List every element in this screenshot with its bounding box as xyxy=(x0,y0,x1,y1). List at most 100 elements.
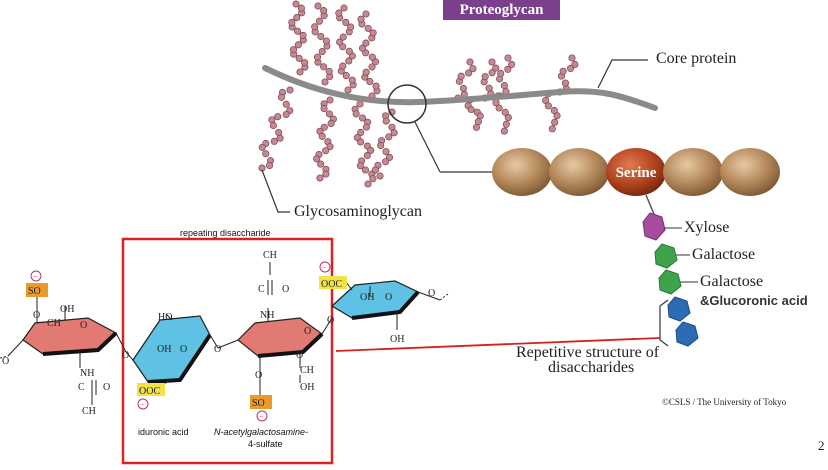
gag-bead xyxy=(465,69,473,77)
gag-bead xyxy=(277,93,285,101)
gag-bead xyxy=(294,41,302,49)
gag-bead xyxy=(269,121,277,130)
gag-bead xyxy=(293,14,301,22)
gag-bead xyxy=(551,118,559,126)
gag-bead xyxy=(314,2,322,10)
gag-bead xyxy=(326,96,334,104)
gag-bead xyxy=(508,60,516,68)
charge-minus: − xyxy=(259,412,264,421)
gag-bead xyxy=(504,65,512,73)
gag-bead xyxy=(322,147,330,155)
repeating-disaccharide-label: repeating disaccharide xyxy=(180,228,271,238)
gag-bead xyxy=(481,73,489,81)
gag-bead xyxy=(376,172,384,180)
gag-bead xyxy=(366,78,374,86)
so3-box-mid xyxy=(250,395,272,409)
atom-oh: OH xyxy=(300,382,314,393)
gag-bead xyxy=(313,53,322,61)
gag-bead xyxy=(381,158,390,166)
gag-bead xyxy=(390,129,398,137)
gag-bead xyxy=(286,86,294,94)
gag-bead xyxy=(377,142,385,150)
gag-bead xyxy=(567,64,575,72)
gag-bead xyxy=(466,58,474,66)
core-protein-label: Core protein xyxy=(656,50,737,67)
gag-bead xyxy=(371,166,379,174)
gag-bead xyxy=(340,4,348,12)
gag-bead xyxy=(382,117,390,125)
atom-oh: OH xyxy=(360,292,374,303)
gag-bead xyxy=(320,105,328,113)
atom-oh: OH xyxy=(60,304,74,315)
gag-bead xyxy=(339,33,347,41)
atom-c: C xyxy=(258,284,265,295)
gag-bead xyxy=(339,62,347,70)
gag-bead xyxy=(289,46,298,54)
gag-bead xyxy=(385,153,394,161)
gag-bead xyxy=(270,137,278,145)
gag-bead xyxy=(485,84,493,92)
gag-bead xyxy=(347,23,355,31)
gag-bead xyxy=(297,4,306,12)
gag-bead xyxy=(544,102,552,110)
magnify-circle xyxy=(387,84,427,124)
credit-text: ©CSLS / The University of Tokyo xyxy=(662,397,787,407)
atom-nh: NH xyxy=(80,368,94,379)
atom-nh: NH xyxy=(260,310,274,321)
gag-bead xyxy=(325,110,333,118)
galactose-sugar-2 xyxy=(658,269,682,295)
gag-bead xyxy=(497,69,505,78)
gag-bead xyxy=(315,17,323,25)
charge-minus: − xyxy=(140,400,145,409)
gag-bead xyxy=(364,180,372,188)
gag-bead xyxy=(327,119,335,128)
gag-bead xyxy=(356,100,364,108)
atom-o: O xyxy=(304,326,311,337)
atom-o: O xyxy=(385,292,392,303)
gag-bead xyxy=(362,10,370,18)
gag-bead xyxy=(382,148,390,156)
gag-bead xyxy=(342,72,350,80)
gag-bead xyxy=(488,69,496,77)
page-number: 2 xyxy=(818,438,825,453)
atom-o: O xyxy=(428,288,435,299)
gag-bead xyxy=(369,29,377,37)
gag-bead xyxy=(502,120,510,128)
gag-bead xyxy=(368,63,376,71)
core-protein xyxy=(262,65,658,111)
gag-bead xyxy=(367,146,375,155)
title-badge: Proteoglycan xyxy=(443,0,560,20)
gag-bead xyxy=(321,78,329,86)
gag-bead xyxy=(504,114,512,122)
atom-o: O xyxy=(180,344,187,355)
ooc-box-right xyxy=(319,276,347,289)
atom-o: O xyxy=(282,284,289,295)
gag-bead xyxy=(501,108,509,116)
atom-oh: OH xyxy=(157,344,171,355)
atom-o: O xyxy=(33,310,40,321)
gag-bead xyxy=(276,134,284,142)
gag-bead xyxy=(345,47,353,55)
atom-o: O xyxy=(80,320,87,331)
atom-oh: OH xyxy=(390,334,404,345)
charge-minus: − xyxy=(322,263,327,272)
gag-bead xyxy=(318,48,326,56)
gag-bead xyxy=(344,86,352,94)
glucuronic-label: &Glucoronic acid xyxy=(700,293,808,308)
repetitive-label-1: Repetitive structure of xyxy=(516,344,660,361)
gag-bead xyxy=(311,23,319,31)
glucuronic-sugar-2 xyxy=(675,321,699,347)
gag-bead xyxy=(295,54,303,62)
protein-ball xyxy=(549,148,609,196)
gag-bead xyxy=(282,110,290,119)
gag-bead xyxy=(345,57,353,65)
gag-bead xyxy=(559,67,567,75)
gag-bead xyxy=(357,15,365,23)
gag-bead xyxy=(362,39,370,47)
gag-bead xyxy=(342,18,350,26)
gag-bead xyxy=(500,82,508,90)
atom-ch3: CH xyxy=(82,406,96,417)
so3-box-left xyxy=(26,283,48,297)
iduronic-acid-label: iduronic acid xyxy=(138,427,189,437)
nacetyl-label-2: 4-sulfate xyxy=(248,439,283,449)
